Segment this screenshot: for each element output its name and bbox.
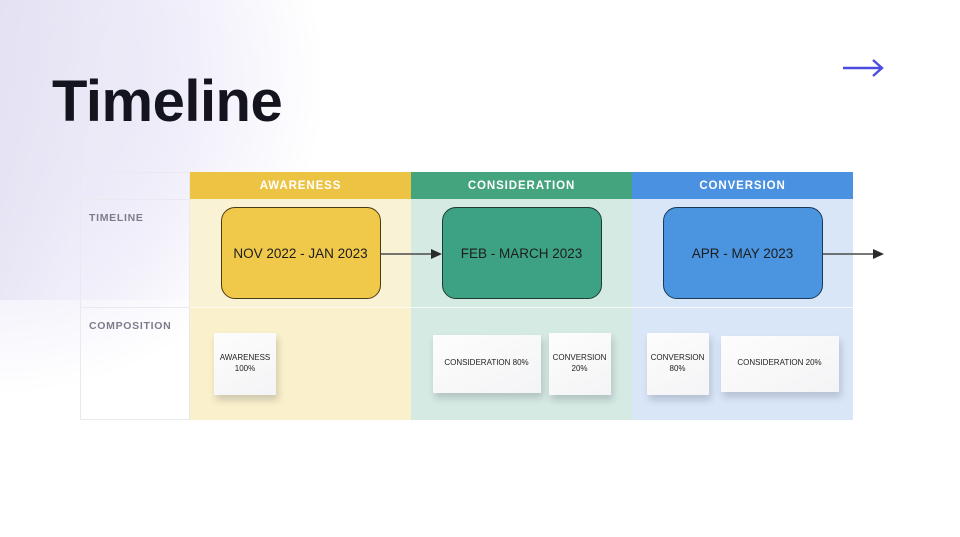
column-header-awareness: AWARENESS [190, 172, 411, 199]
page-title: Timeline [52, 69, 283, 134]
arrow-right-icon [823, 249, 884, 259]
note-line-1: AWARENESS [219, 352, 271, 362]
column-header-consideration: CONSIDERATION [411, 172, 632, 199]
note-line-2: 20% [571, 363, 588, 373]
sticky-note[interactable]: AWARENESS 100% [214, 332, 276, 395]
arrow-right-icon [843, 59, 884, 77]
connector-consideration-to-conversion [823, 247, 885, 259]
note-line-2: 80% [669, 363, 686, 373]
stage-box-conversion[interactable]: APR - MAY 2023 [662, 207, 823, 299]
column-header-conversion: CONVERSION [632, 172, 853, 199]
sticky-note[interactable]: CONSIDERATION 80% [432, 334, 541, 393]
next-slide-arrow-button[interactable] [842, 55, 888, 81]
table-corner-blank [80, 172, 190, 199]
row-label-timeline: TIMELINE [80, 199, 190, 307]
note-line-1: CONSIDERATION 20% [737, 358, 822, 368]
sticky-note[interactable]: CONVERSION 80% [646, 332, 709, 395]
stage-box-awareness[interactable]: NOV 2022 - JAN 2023 [220, 207, 381, 299]
note-line-2: 100% [234, 363, 256, 373]
sticky-note[interactable]: CONVERSION 20% [548, 332, 611, 395]
note-line-1: CONSIDERATION 80% [444, 358, 529, 368]
stage-box-consideration[interactable]: FEB - MARCH 2023 [441, 207, 602, 299]
arrow-right-icon [381, 249, 442, 259]
composition-cell-conversion: CONVERSION 80% CONSIDERATION 20% [632, 307, 853, 420]
composition-cell-consideration: CONSIDERATION 80% CONVERSION 20% [411, 307, 632, 420]
row-label-composition: COMPOSITION [80, 307, 190, 420]
sticky-note[interactable]: CONSIDERATION 20% [720, 335, 839, 392]
note-line-1: CONVERSION [552, 352, 607, 362]
timeline-cell-conversion: APR - MAY 2023 [632, 199, 853, 307]
connector-awareness-to-consideration [381, 247, 443, 259]
timeline-cell-awareness: NOV 2022 - JAN 2023 [190, 199, 442, 307]
note-line-1: CONVERSION [650, 352, 705, 362]
timeline-cell-consideration: FEB - MARCH 2023 [411, 199, 884, 307]
timeline-table: AWARENESS CONSIDERATION CONVERSION TIMEL… [80, 172, 884, 420]
composition-cell-awareness: AWARENESS 100% [190, 307, 411, 420]
